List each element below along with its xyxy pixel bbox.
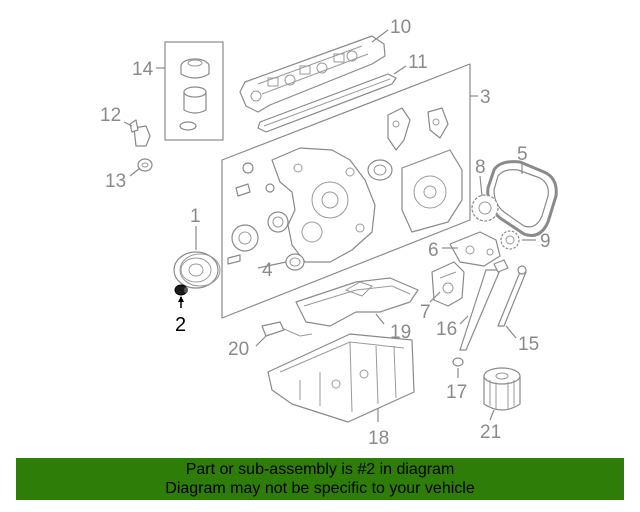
cover-gasket [367,159,393,181]
callout-11: 11 [408,52,428,73]
water-pump [227,162,289,265]
oil-pump [431,261,465,307]
callout-12: 12 [100,105,121,126]
seal [285,253,305,271]
banner-part-line: Part or sub-assembly is #2 in diagram [185,461,455,478]
callout-8: 8 [475,157,486,178]
callout-17: 17 [446,382,467,403]
timing-cover [271,147,376,263]
diagram-notice-banner: Part or sub-assembly is #2 in diagram Di… [16,458,624,500]
crank-sprocket [500,230,520,250]
callout-21: 21 [480,422,501,443]
crankshaft-pulley [173,251,221,289]
level-sensor [261,321,313,337]
valve-cover [239,35,386,113]
callout-13: 13 [105,171,126,192]
callout-20: 20 [228,339,249,360]
callout-7: 7 [420,302,431,323]
leader-lines [123,29,536,422]
engine-block-panel [221,63,471,319]
callout-15: 15 [518,334,539,355]
o-ring [452,357,464,367]
callout-10: 10 [390,17,411,38]
callout-18: 18 [368,428,389,449]
sensor [129,119,151,147]
pulley-bolt [174,284,188,296]
banner-disclaimer-line: Diagram may not be specific to your vehi… [165,480,475,497]
oil-filter [483,367,521,411]
callout-5: 5 [517,144,528,165]
sprocket [471,194,499,222]
oil-pan [267,333,415,423]
dipstick [459,259,527,351]
valve-cover-gasket [257,73,397,133]
callout-4: 4 [262,260,273,281]
callout-6: 6 [428,240,439,261]
cover-plate [401,149,463,233]
callout-14: 14 [132,59,154,80]
callout-2-highlighted: 2 [175,314,186,336]
callout-3: 3 [480,87,491,108]
tensioner [449,231,501,267]
engine-parts-diagram: 1 2 3 4 5 6 7 8 9 10 11 12 13 14 15 16 1… [100,17,558,449]
oil-pan-baffle [295,277,419,327]
callout-labels: 1 2 3 4 5 6 7 8 9 10 11 12 13 14 15 16 1… [100,17,551,449]
chain-guides [387,107,449,151]
callout-9: 9 [540,231,551,252]
callout-1: 1 [190,206,201,227]
callout-19: 19 [390,322,411,343]
callout-16: 16 [436,319,457,340]
sensor-seal [137,158,153,172]
oil-filler-cap-inset [164,41,224,141]
